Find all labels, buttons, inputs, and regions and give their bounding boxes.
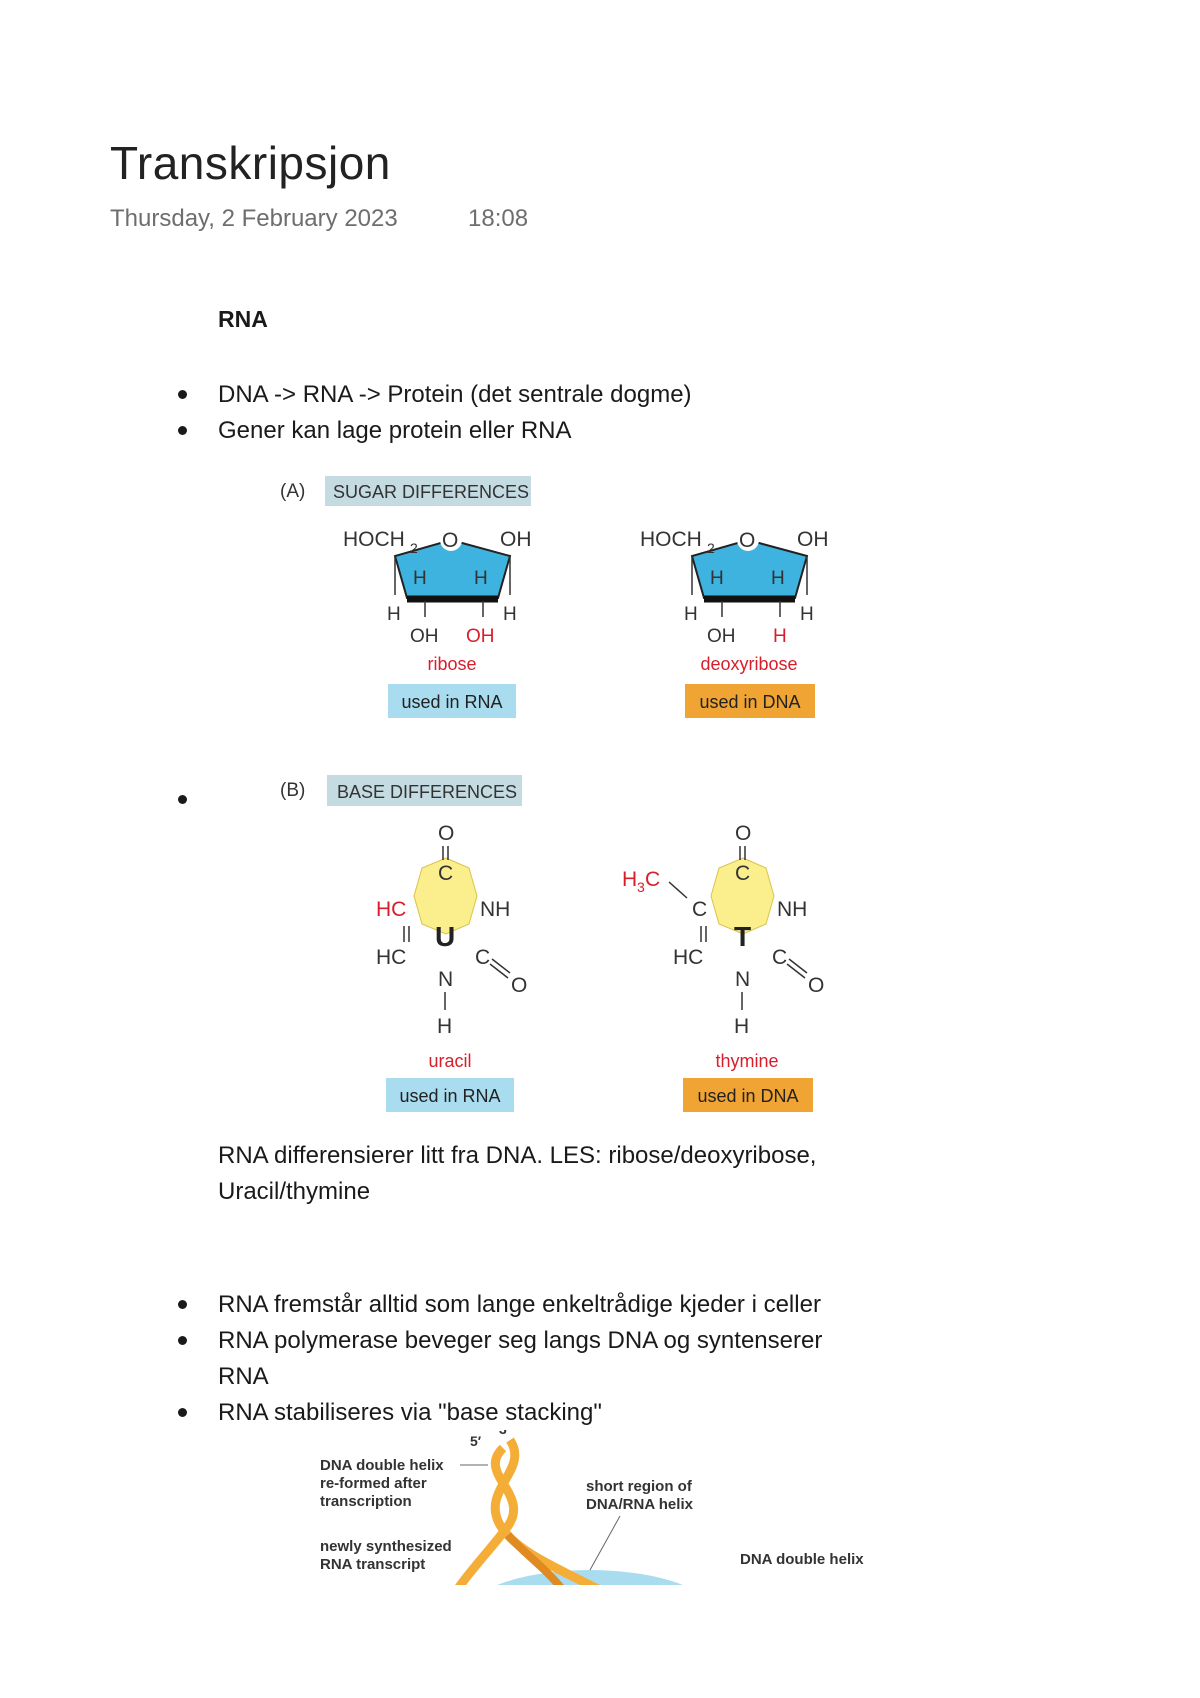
section-heading: RNA [218, 306, 268, 332]
bullet-dot [178, 795, 187, 804]
rna-strand [504, 1532, 564, 1585]
bullet-dot [178, 390, 187, 399]
used-in-badge: used in DNA [699, 692, 800, 712]
atom-h: H [734, 1015, 749, 1038]
oh-label: OH [707, 626, 736, 647]
transcription-figure: 5′ 3′ DNA double helix re-formed after t… [320, 1430, 864, 1585]
label-short-region: short region of [586, 1478, 693, 1495]
base-name: uracil [428, 1051, 471, 1071]
bullet-dot [178, 1300, 187, 1309]
oh-label: OH [410, 626, 439, 647]
page-date: Thursday, 2 February 2023 [110, 205, 398, 232]
sugar-name: ribose [427, 654, 476, 674]
label-new-transcript: RNA transcript [320, 1556, 425, 1573]
atom-c: C [772, 946, 787, 969]
label-reformed: transcription [320, 1493, 412, 1510]
atom-o: O [808, 974, 824, 997]
label-to-be-transcribed: DNA double helix [740, 1551, 864, 1568]
label-short-region: DNA/RNA helix [586, 1496, 694, 1513]
subscript: 3 [637, 879, 645, 895]
atom-o: O [735, 822, 751, 845]
deoxyribose-structure: O HOCH 2 OH H H H H OH H deoxyribose use… [640, 528, 829, 718]
atom-c: C [475, 946, 490, 969]
hoch2-label: HOCH [343, 528, 405, 551]
bullet-item-continuation: RNA [218, 1363, 269, 1390]
atom-o: O [438, 822, 454, 845]
ribose-structure: O HOCH 2 OH H H H H OH OH ribose used in… [343, 528, 532, 718]
atom-nh: NH [480, 898, 510, 921]
oh-label: OH [500, 528, 532, 551]
figure-header-bg [325, 476, 531, 506]
sugar-differences-figure: (A) SUGAR DIFFERENCES O HOCH 2 OH H H H … [280, 476, 829, 718]
dna-strand [490, 1437, 601, 1585]
paragraph-line: RNA differensierer litt fra DNA. LES: ri… [218, 1142, 817, 1169]
bullet-dot [178, 426, 187, 435]
used-in-badge: used in RNA [399, 1086, 500, 1106]
bullet-item: Gener kan lage protein eller RNA [218, 417, 572, 444]
atom-c: C [692, 898, 707, 921]
used-in-badge: used in RNA [401, 692, 502, 712]
figure-header: BASE DIFFERENCES [337, 782, 517, 802]
uracil-structure: O C HC NH U HC C O N H uracil used in RN… [376, 822, 527, 1112]
label-reformed: DNA double helix [320, 1457, 444, 1474]
badge-bg [683, 1078, 813, 1112]
ring-oxygen: O [739, 529, 755, 552]
h-label: H [684, 604, 698, 625]
atom-h3c-c: C [645, 868, 660, 891]
base-name: thymine [715, 1051, 778, 1071]
subscript: 2 [410, 540, 418, 556]
thymine-structure: O C H 3 C C NH T HC C O N H thymine used… [622, 822, 824, 1112]
bullet-dot [178, 1408, 187, 1417]
atom-hc: HC [376, 946, 406, 969]
atom-h: H [437, 1015, 452, 1038]
h-label: H [710, 568, 724, 589]
atom-c: C [438, 862, 453, 885]
label-new-transcript: newly synthesized [320, 1538, 452, 1555]
bullet-item: RNA polymerase beveger seg langs DNA og … [218, 1327, 823, 1354]
atom-nh: NH [777, 898, 807, 921]
page-time: 18:08 [468, 205, 529, 232]
bullet-dot [178, 1336, 187, 1345]
atom-hc: HC [673, 946, 703, 969]
atom-n: N [735, 968, 750, 991]
three-prime-label: 3′ [499, 1430, 511, 1437]
h-label: H [474, 568, 488, 589]
subscript: 2 [707, 540, 715, 556]
sugar-name: deoxyribose [700, 654, 797, 674]
atom-hc-red: HC [376, 898, 406, 921]
used-in-badge: used in DNA [697, 1086, 798, 1106]
atom-o: O [511, 974, 527, 997]
h-label: H [413, 568, 427, 589]
dna-strand [455, 1444, 519, 1585]
base-letter: U [435, 921, 455, 952]
page-title: Transkripsjon [110, 137, 391, 189]
label-reformed: re-formed after [320, 1475, 427, 1492]
figure-header-bg [327, 775, 522, 806]
base-differences-figure: (B) BASE DIFFERENCES O C HC NH U HC C O … [280, 775, 824, 1112]
base-letter: T [734, 921, 751, 952]
figure-header: SUGAR DIFFERENCES [333, 482, 529, 502]
atom-n: N [438, 968, 453, 991]
bullet-item: RNA stabiliseres via "base stacking" [218, 1399, 602, 1426]
badge-bg [685, 684, 815, 718]
ring-oxygen: O [442, 529, 458, 552]
atom-c: C [735, 862, 750, 885]
badge-bg [386, 1078, 514, 1112]
h-label: H [800, 604, 814, 625]
badge-bg [388, 684, 516, 718]
h-label: H [771, 568, 785, 589]
h-label: H [387, 604, 401, 625]
bullet-item: RNA fremstår alltid som lange enkeltrådi… [218, 1291, 821, 1318]
figure-label: (A) [280, 481, 305, 502]
paragraph-line: Uracil/thymine [218, 1178, 371, 1205]
bullet-item: DNA -> RNA -> Protein (det sentrale dogm… [218, 381, 692, 408]
h-label-red: H [773, 626, 787, 647]
figure-label: (B) [280, 780, 305, 801]
oh-label-red: OH [466, 626, 495, 647]
five-prime-label: 5′ [470, 1433, 482, 1449]
atom-h3c: H [622, 868, 637, 891]
oh-label: OH [797, 528, 829, 551]
h-label: H [503, 604, 517, 625]
hoch2-label: HOCH [640, 528, 702, 551]
